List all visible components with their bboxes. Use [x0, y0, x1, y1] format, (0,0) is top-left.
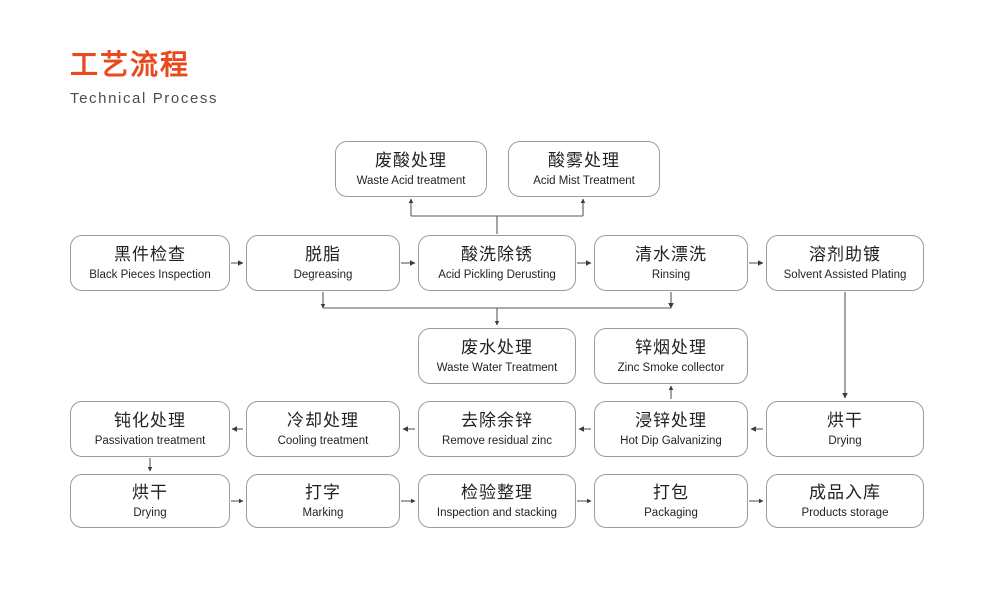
- node-label-en: Acid Mist Treatment: [533, 175, 635, 187]
- node-label-cn: 废酸处理: [375, 151, 447, 170]
- node-label-en: Packaging: [644, 507, 698, 519]
- node-label-cn: 废水处理: [461, 338, 533, 357]
- node-label-en: Marking: [302, 507, 344, 519]
- node-label-en: Rinsing: [651, 269, 691, 281]
- page-title-en: Technical Process: [70, 90, 219, 107]
- process-node-inspection-stack[interactable]: 检验整理 Inspection and stacking: [418, 474, 576, 528]
- node-label-en: Hot Dip Galvanizing: [620, 435, 722, 447]
- process-node-solvent-plating[interactable]: 溶剂助镀 Solvent Assisted Plating: [766, 235, 924, 291]
- node-label-en: Drying: [133, 507, 167, 519]
- page-title: 工艺流程 Technical Process: [70, 48, 218, 110]
- process-node-acid-mist[interactable]: 酸雾处理 Acid Mist Treatment: [508, 141, 660, 197]
- process-node-degreasing[interactable]: 脱脂 Degreasing: [246, 235, 400, 291]
- node-label-en: Remove residual zinc: [442, 435, 552, 447]
- node-label-cn: 打包: [653, 483, 689, 502]
- node-label-cn: 黑件检查: [114, 245, 186, 264]
- node-label-en: Zinc Smoke collector: [617, 362, 725, 374]
- process-node-waste-acid[interactable]: 废酸处理 Waste Acid treatment: [335, 141, 487, 197]
- node-label-cn: 检验整理: [461, 483, 533, 502]
- node-label-cn: 钝化处理: [114, 411, 186, 430]
- node-label-cn: 去除余锌: [461, 411, 533, 430]
- node-label-cn: 清水漂洗: [635, 245, 707, 264]
- node-label-cn: 浸锌处理: [635, 411, 707, 430]
- node-label-en: Acid Pickling Derusting: [438, 269, 556, 281]
- process-node-drying-lower[interactable]: 烘干 Drying: [70, 474, 230, 528]
- node-label-en: Black Pieces Inspection: [89, 269, 211, 281]
- node-label-en: Products storage: [801, 507, 889, 519]
- node-label-cn: 冷却处理: [287, 411, 359, 430]
- node-label-en: Waste Acid treatment: [356, 175, 466, 187]
- process-node-black-inspection[interactable]: 黑件检查 Black Pieces Inspection: [70, 235, 230, 291]
- process-node-passivation[interactable]: 钝化处理 Passivation treatment: [70, 401, 230, 457]
- node-label-cn: 溶剂助镀: [809, 245, 881, 264]
- node-label-en: Degreasing: [293, 269, 353, 281]
- process-node-acid-pickling[interactable]: 酸洗除锈 Acid Pickling Derusting: [418, 235, 576, 291]
- node-label-cn: 烘干: [827, 411, 863, 430]
- node-label-en: Cooling treatment: [277, 435, 369, 447]
- node-label-en: Solvent Assisted Plating: [783, 269, 907, 281]
- node-label-cn: 酸洗除锈: [461, 245, 533, 264]
- process-node-packaging[interactable]: 打包 Packaging: [594, 474, 748, 528]
- process-node-rinsing[interactable]: 清水漂洗 Rinsing: [594, 235, 748, 291]
- process-node-remove-zinc[interactable]: 去除余锌 Remove residual zinc: [418, 401, 576, 457]
- node-label-cn: 脱脂: [305, 245, 341, 264]
- node-label-cn: 成品入库: [809, 483, 881, 502]
- page-title-cn: 工艺流程: [70, 49, 191, 80]
- process-node-hot-dip[interactable]: 浸锌处理 Hot Dip Galvanizing: [594, 401, 748, 457]
- node-label-en: Drying: [828, 435, 862, 447]
- node-label-en: Passivation treatment: [94, 435, 206, 447]
- process-node-marking[interactable]: 打字 Marking: [246, 474, 400, 528]
- node-label-cn: 酸雾处理: [548, 151, 620, 170]
- process-node-zinc-smoke[interactable]: 锌烟处理 Zinc Smoke collector: [594, 328, 748, 384]
- node-label-en: Waste Water Treatment: [436, 362, 558, 374]
- process-node-products-storage[interactable]: 成品入库 Products storage: [766, 474, 924, 528]
- process-node-drying-upper[interactable]: 烘干 Drying: [766, 401, 924, 457]
- node-label-cn: 烘干: [132, 483, 168, 502]
- node-label-en: Inspection and stacking: [436, 507, 558, 519]
- node-label-cn: 锌烟处理: [635, 338, 707, 357]
- process-node-waste-water[interactable]: 废水处理 Waste Water Treatment: [418, 328, 576, 384]
- node-label-cn: 打字: [305, 483, 341, 502]
- process-node-cooling[interactable]: 冷却处理 Cooling treatment: [246, 401, 400, 457]
